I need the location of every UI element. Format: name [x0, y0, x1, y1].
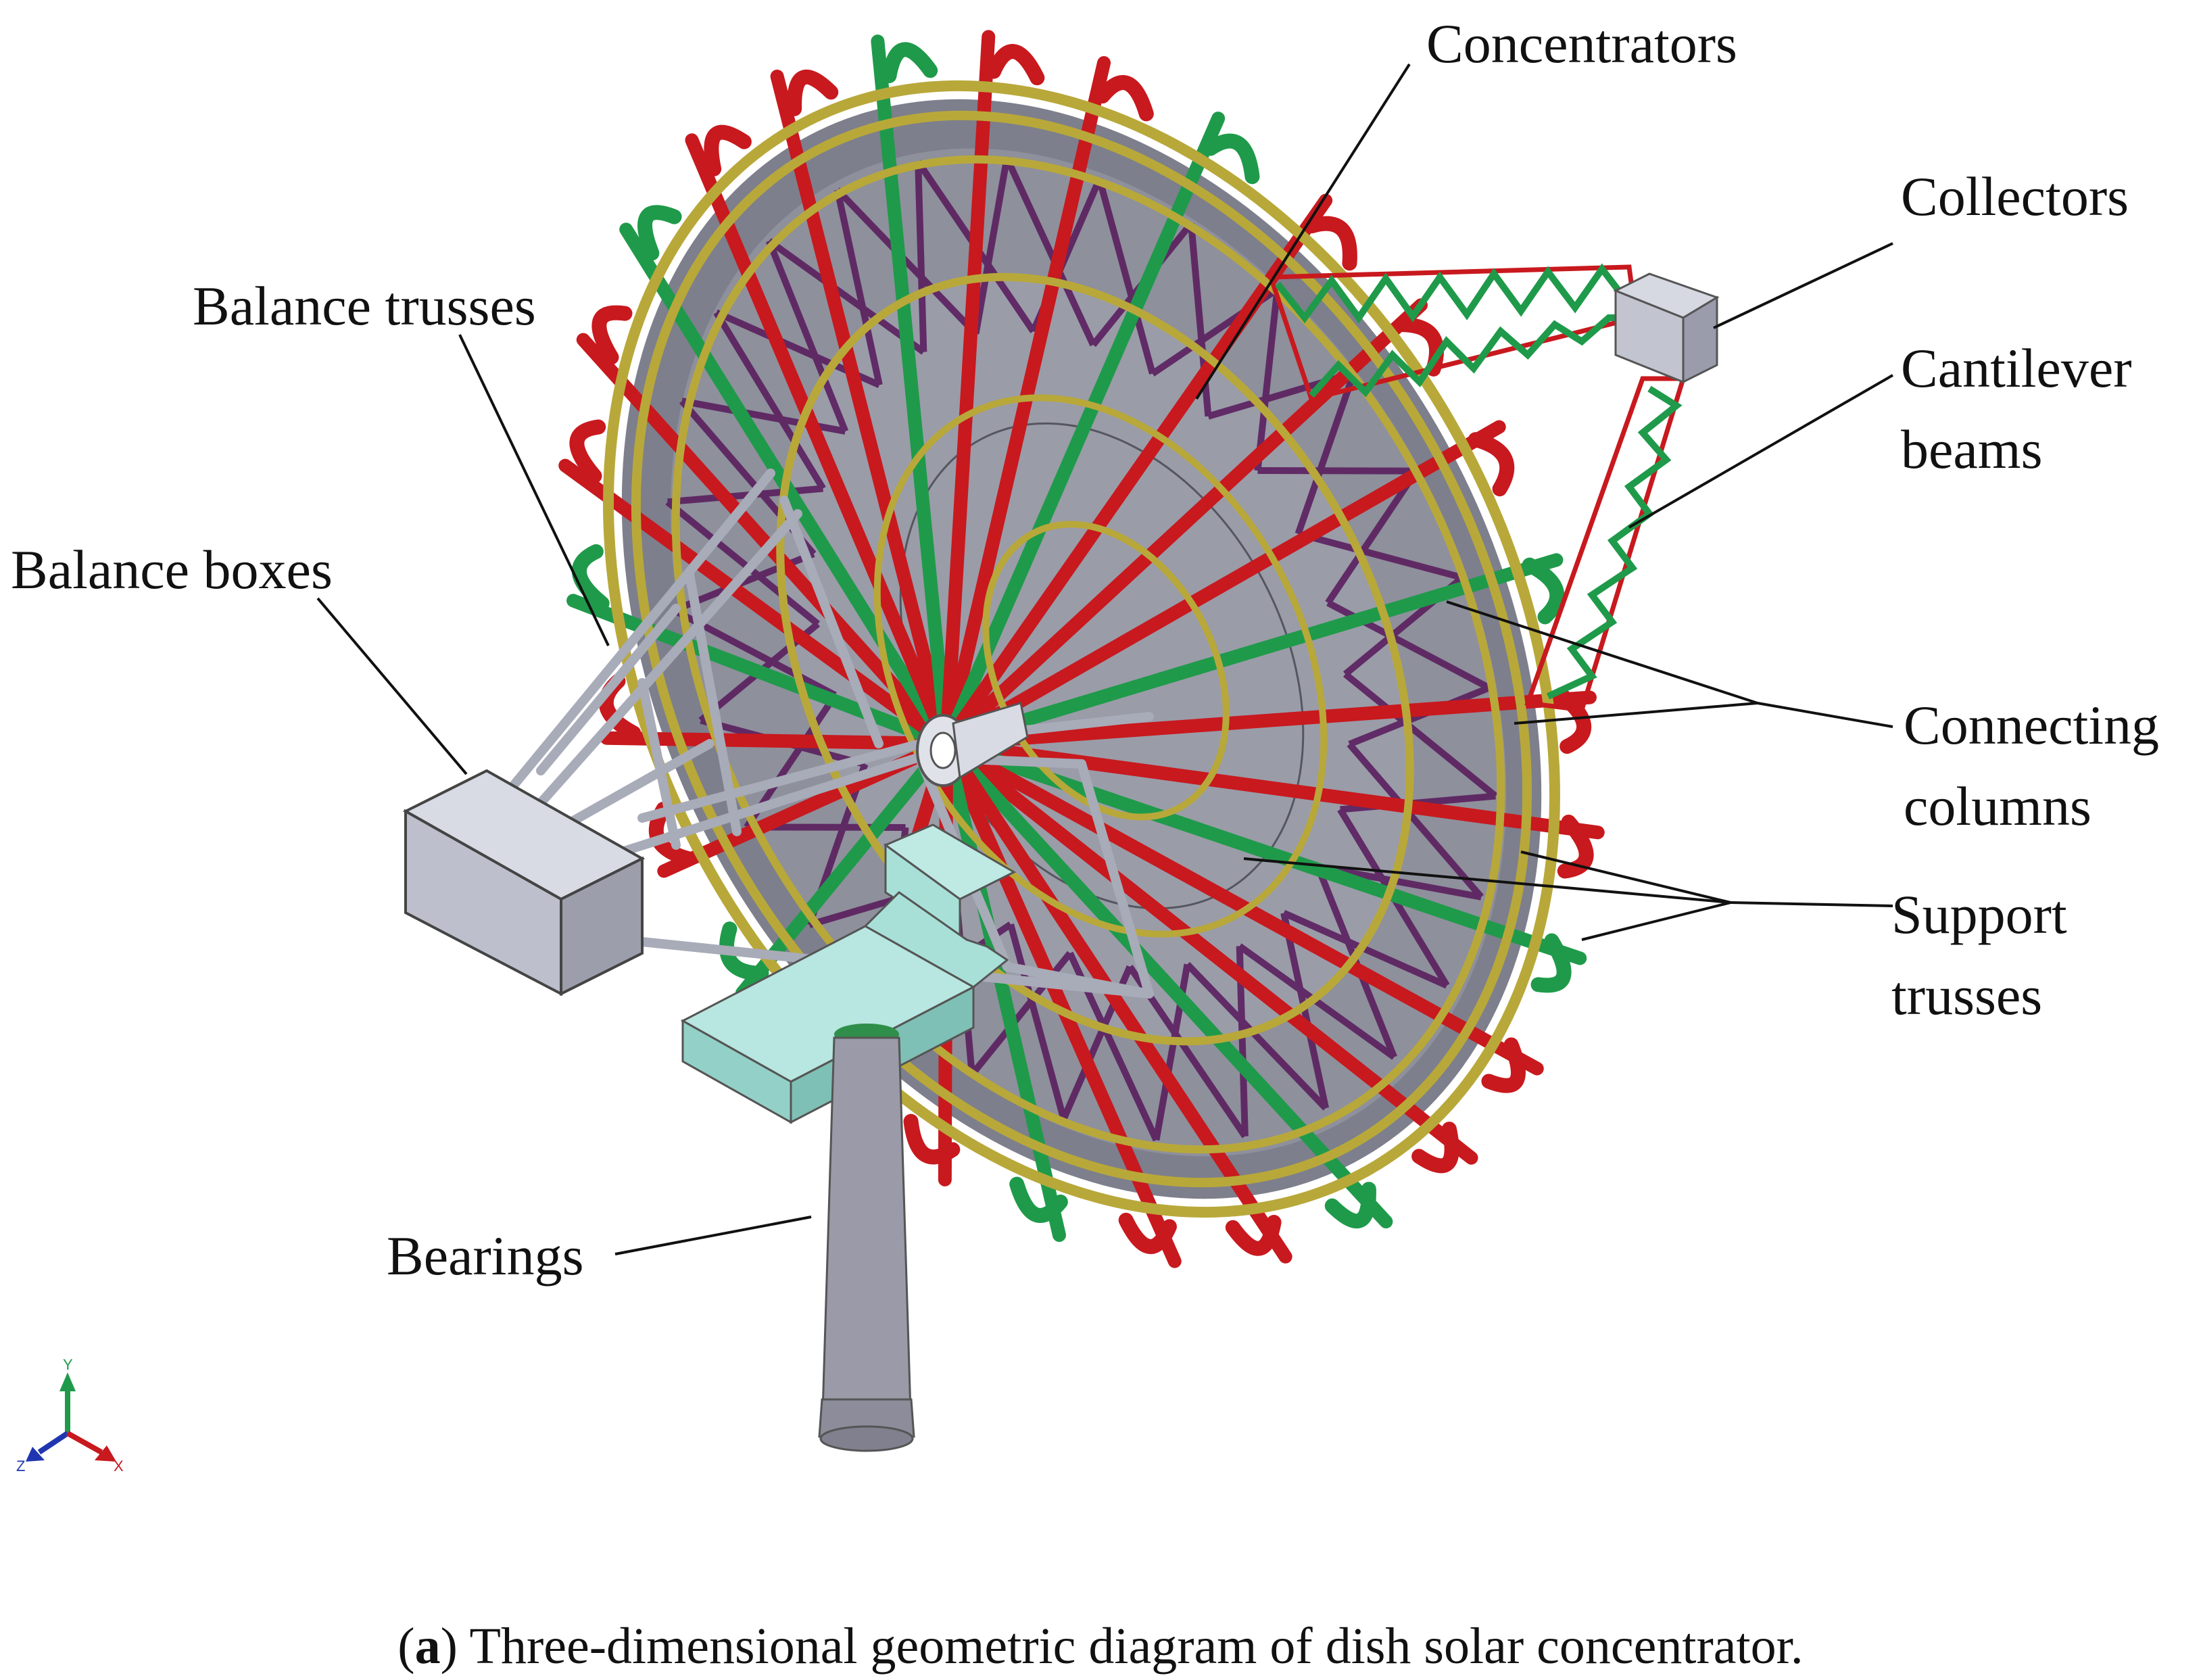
- lattice-brace: [767, 238, 926, 355]
- radial-truss-rib: [940, 112, 1226, 750]
- radial-truss-rib: [940, 30, 996, 750]
- axis-z-label: Z: [16, 1458, 25, 1474]
- truss-end-loop: [1118, 1212, 1177, 1254]
- label-concentrators: Concentrators: [1426, 13, 1737, 74]
- annotation-labels: Concentrators Collectors Cantilever beam…: [11, 13, 2159, 1287]
- truss-end-loop: [986, 44, 1045, 86]
- lattice-brace: [1343, 671, 1498, 799]
- truss-end-loop: [1522, 557, 1565, 625]
- lattice-brace: [1184, 961, 1328, 1111]
- truss-end-loop: [591, 305, 633, 365]
- radial-truss-rib: [770, 69, 953, 750]
- figure-caption: (a) Three-dimensional geometric diagram …: [397, 1618, 1803, 1675]
- radial-truss-rib: [940, 690, 1597, 750]
- label-support-line1: Support: [1891, 884, 2067, 945]
- balance-box: [402, 769, 646, 997]
- truss-end-loop: [1557, 814, 1594, 879]
- cantilever-beams: [1267, 263, 1687, 713]
- truss-end-loop: [1225, 1214, 1282, 1256]
- radial-truss-rib: [940, 553, 1564, 750]
- lattice-brace: [972, 157, 1011, 335]
- truss-end-loop: [719, 921, 769, 981]
- lattice-brace: [1007, 923, 1067, 1120]
- radial-truss-rib: [940, 737, 1478, 1165]
- bearing-pillar: [818, 1024, 915, 1452]
- lattice-brace: [1295, 372, 1357, 535]
- truss-end-loop: [571, 544, 610, 611]
- radial-truss-rib: [940, 737, 1292, 1264]
- collector-box: [1613, 272, 1720, 384]
- truss-end-loop: [1481, 1037, 1526, 1093]
- label-cantilever-line1: Cantilever: [1901, 337, 2132, 399]
- caption-text: Three-dimensional geometric diagram of d…: [458, 1618, 1804, 1675]
- truss-end-loop: [1411, 1122, 1459, 1174]
- lattice-brace: [1325, 469, 1420, 605]
- axis-x-label: X: [114, 1458, 124, 1474]
- lattice-brace: [1282, 909, 1449, 989]
- lattice-brace: [915, 162, 927, 352]
- axis-y-label: Y: [63, 1356, 73, 1373]
- lattice-brace: [833, 189, 883, 386]
- concentric-rims: [602, 80, 1561, 1218]
- radial-truss-rib: [558, 458, 953, 750]
- lattice-brace: [713, 310, 826, 491]
- lattice-brace: [667, 485, 823, 506]
- lattice-brace: [835, 187, 979, 337]
- x-arrow-icon: [95, 1445, 116, 1462]
- lattice-brace: [1004, 156, 1096, 347]
- hub: [916, 702, 1029, 787]
- radial-truss-rib: [940, 193, 1333, 750]
- balance-trusses: [482, 469, 1154, 999]
- lattice-brace: [1297, 530, 1464, 581]
- axes-triad: Y Z X: [16, 1356, 124, 1474]
- label-collectors: Collectors: [1901, 166, 2129, 227]
- truss-end-loop: [881, 42, 938, 84]
- truss-end-loop: [787, 69, 839, 116]
- radial-truss-rib: [940, 737, 1393, 1229]
- truss-end-loop: [1009, 1176, 1068, 1223]
- lattice-brace: [766, 239, 849, 433]
- truss-end-loop: [1468, 432, 1515, 497]
- truss-end-loop: [1095, 75, 1154, 122]
- label-connecting-line2: columns: [1904, 775, 2091, 837]
- label-cantilever-line2: beams: [1901, 418, 2042, 480]
- radial-truss-rib: [685, 133, 953, 750]
- truss-end-loop: [704, 124, 752, 176]
- label-support-line2: trusses: [1891, 965, 2042, 1026]
- truss-end-loop: [1324, 1182, 1376, 1229]
- radial-truss-rib: [940, 420, 1506, 750]
- caption-tag: a: [415, 1618, 441, 1675]
- truss-end-loop: [637, 205, 682, 261]
- lattice-brace: [1207, 370, 1355, 420]
- dish-structure-illustration: [402, 30, 1720, 1452]
- label-balance-trusses: Balance trusses: [193, 275, 536, 337]
- y-arrow-icon: [59, 1372, 76, 1391]
- lattice-brace: [665, 499, 820, 627]
- z-arrow-icon: [26, 1447, 45, 1462]
- lattice-brace: [1347, 742, 1484, 900]
- truss-end-loop: [1553, 687, 1592, 754]
- truss-end-loop: [903, 1113, 961, 1165]
- label-connecting-line1: Connecting: [1904, 694, 2159, 756]
- lattice-brace: [1254, 289, 1281, 471]
- label-balance-boxes: Balance boxes: [11, 539, 333, 600]
- radial-truss-rib: [566, 594, 953, 750]
- lattice-brace: [1096, 178, 1156, 375]
- leader-lines: [316, 63, 1893, 1255]
- label-bearings: Bearings: [387, 1225, 583, 1287]
- lattice-brace: [1280, 912, 1330, 1109]
- radial-truss-rib: [940, 298, 1428, 750]
- truss-end-loop: [1304, 216, 1357, 271]
- radial-truss-rib: [600, 731, 953, 750]
- truss-end-loop: [569, 419, 606, 484]
- truss-end-loop: [1530, 933, 1572, 993]
- truss-end-loop: [1203, 133, 1260, 185]
- support-trusses-radial: [558, 30, 1605, 1268]
- radial-truss-rib: [871, 34, 953, 750]
